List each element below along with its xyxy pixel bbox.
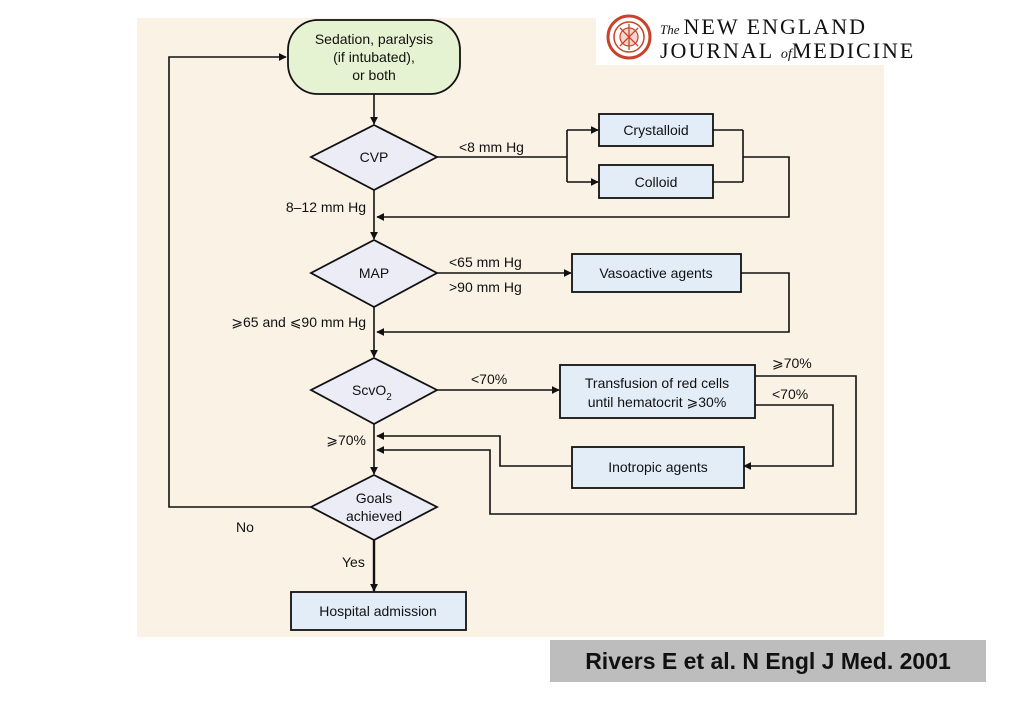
label-map-high: >90 mm Hg	[449, 279, 522, 295]
decision-map: MAP	[309, 238, 439, 309]
box-vasoactive: Vasoactive agents	[571, 253, 742, 293]
node-sedation-line3: or both	[352, 67, 396, 83]
connector-transfusion-low	[743, 404, 834, 470]
box-transfusion: Transfusion of red cells until hematocri…	[559, 364, 756, 419]
connector-transfusion-ok	[376, 375, 857, 515]
label-cvp-low: <8 mm Hg	[459, 139, 524, 155]
label-scv-ok: ⩾70%	[326, 432, 366, 448]
decision-map-label: MAP	[359, 265, 389, 281]
label-goals-yes: Yes	[342, 554, 365, 570]
box-colloid: Colloid	[598, 164, 714, 199]
journal-title-line2: JOURNAL ofMEDICINE	[660, 38, 916, 63]
box-crystalloid: Crystalloid	[598, 113, 714, 147]
diagram-panel	[137, 18, 884, 637]
connector-fluids-return	[376, 156, 790, 221]
box-transfusion-line2: until hematocrit ⩾30%	[588, 394, 727, 410]
connector-goals-no	[168, 53, 311, 508]
nejm-seal-icon	[606, 14, 652, 60]
node-sedation-line1: Sedation, paralysis	[315, 31, 433, 47]
decision-goals-line1: Goals	[356, 490, 393, 506]
label-scv-low: <70%	[471, 371, 507, 387]
citation-label: Rivers E et al. N Engl J Med. 2001	[550, 640, 986, 682]
connectors	[168, 53, 857, 592]
label-goals-no: No	[236, 519, 254, 535]
label-cvp-ok: 8–12 mm Hg	[286, 199, 366, 215]
node-sedation-line2: (if intubated),	[333, 49, 415, 65]
box-colloid-label: Colloid	[635, 174, 678, 190]
node-sedation: Sedation, paralysis (if intubated), or b…	[287, 19, 461, 95]
box-admission: Hospital admission	[290, 591, 467, 631]
label-transfusion-low: <70%	[772, 386, 808, 402]
decision-scvo2-label: ScvO2	[352, 382, 392, 403]
box-admission-label: Hospital admission	[319, 603, 437, 619]
decision-goals-line2: achieved	[346, 508, 402, 524]
label-map-low: <65 mm Hg	[449, 254, 522, 270]
box-inotropic: Inotropic agents	[571, 446, 745, 489]
decision-scvo2: ScvO2	[309, 356, 439, 426]
label-map-ok: ⩾65 and ⩽90 mm Hg	[231, 314, 366, 330]
box-inotropic-label: Inotropic agents	[608, 459, 708, 475]
decision-cvp-label: CVP	[360, 149, 389, 165]
box-crystalloid-label: Crystalloid	[623, 122, 688, 138]
box-transfusion-line1: Transfusion of red cells	[585, 375, 729, 391]
label-transfusion-ok: ⩾70%	[772, 355, 812, 371]
connector-inotropic-return	[376, 432, 571, 467]
decision-goals: Goals achieved	[309, 473, 439, 542]
box-vasoactive-label: Vasoactive agents	[599, 265, 712, 281]
connector-vasoactive-return	[376, 272, 790, 336]
decision-cvp: CVP	[309, 123, 439, 192]
